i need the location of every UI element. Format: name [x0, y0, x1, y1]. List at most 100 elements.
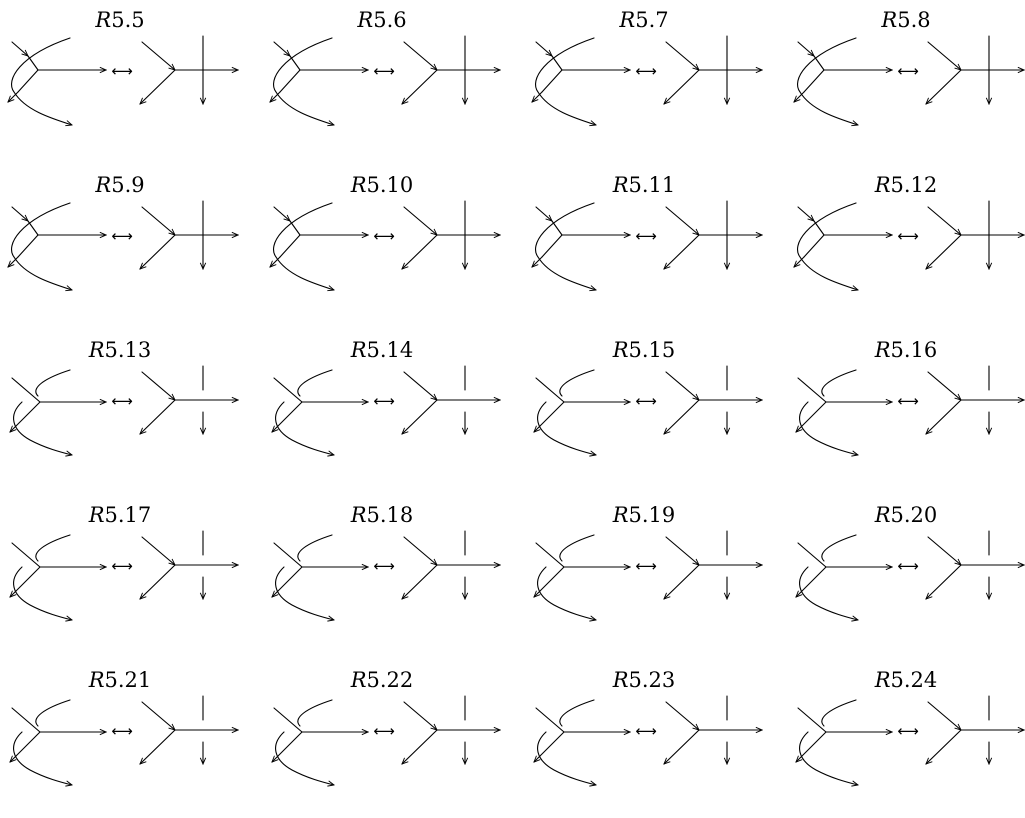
- panel-title-prefix: R: [88, 338, 105, 362]
- upper-branch: [927, 41, 961, 70]
- upper-branch: [403, 41, 437, 70]
- upper-diagonal: [797, 707, 827, 733]
- lower-curve: [537, 401, 596, 455]
- equivalence-arrow: ⟷: [635, 62, 657, 80]
- upper-diagonal: [289, 55, 301, 71]
- panel-title-prefix: R: [350, 503, 367, 527]
- upper-branch: [141, 701, 175, 730]
- equivalence-arrow: ⟷: [111, 62, 133, 80]
- upper-diagonal: [535, 542, 565, 568]
- lower-branch: [140, 564, 176, 599]
- panel-title-prefix: R: [356, 8, 373, 32]
- lower-diagonal: [279, 234, 301, 258]
- upper-branch: [927, 701, 961, 730]
- panel-title-number: 5.13: [105, 338, 152, 362]
- panel-title-number: 5.7: [635, 8, 668, 32]
- lower-diagonal: [10, 401, 41, 432]
- lower-diagonal: [796, 566, 827, 597]
- move-panel: R5.7 ⟷: [532, 8, 762, 125]
- lower-diagonal: [10, 566, 41, 597]
- upper-diagonal: [11, 377, 41, 403]
- lower-diagonal: [534, 566, 565, 597]
- upper-diagonal: [289, 220, 301, 236]
- equivalence-arrow: ⟷: [373, 557, 395, 575]
- lower-diagonal: [270, 256, 281, 267]
- move-panel: R5.12⟷: [794, 173, 1024, 290]
- panel-title: R5.8: [880, 8, 930, 32]
- move-panel: R5.14⟷: [272, 338, 500, 455]
- lower-diagonal: [796, 731, 827, 762]
- upper-diagonal: [551, 55, 563, 71]
- upper-branch: [665, 371, 699, 400]
- equivalence-arrow: ⟷: [373, 227, 395, 245]
- lower-curve: [537, 566, 596, 620]
- upper-diagonal: [535, 41, 552, 56]
- move-panel: R5.18⟷: [272, 503, 500, 620]
- lower-branch: [402, 399, 438, 434]
- upper-branch: [403, 206, 437, 235]
- panel-title: R5.11: [612, 173, 676, 197]
- lower-curve: [13, 401, 72, 455]
- lower-branch: [140, 234, 176, 269]
- lower-branch: [402, 729, 438, 764]
- move-panel: R5.10⟷: [270, 173, 500, 290]
- lower-diagonal: [803, 69, 825, 93]
- lower-curve: [275, 566, 334, 620]
- lower-diagonal: [272, 731, 303, 762]
- equivalence-arrow: ⟷: [111, 227, 133, 245]
- move-panel: R5.15⟷: [534, 338, 762, 455]
- panel-title: R5.12: [874, 173, 938, 197]
- left-curve: [273, 37, 334, 125]
- panel-title-prefix: R: [350, 173, 367, 197]
- upper-diagonal: [535, 206, 552, 221]
- upper-diagonal: [273, 377, 303, 403]
- panel-title-prefix: R: [874, 338, 891, 362]
- panel-title-number: 5.15: [629, 338, 676, 362]
- panel-title-prefix: R: [618, 8, 635, 32]
- panel-title: R5.20: [874, 503, 938, 527]
- upper-branch: [665, 701, 699, 730]
- move-panel: R5.22⟷: [272, 668, 500, 785]
- panel-title: R5.5: [94, 8, 144, 32]
- left-curve: [797, 37, 858, 125]
- upper-curve: [821, 534, 857, 562]
- move-panel: R5.23⟷: [534, 668, 762, 785]
- lower-curve: [537, 731, 596, 785]
- panel-title-prefix: R: [874, 173, 891, 197]
- upper-curve: [821, 699, 857, 727]
- panel-title: R5.24: [874, 668, 938, 692]
- lower-diagonal: [532, 256, 543, 267]
- lower-diagonal: [270, 91, 281, 102]
- panel-title-prefix: R: [94, 8, 111, 32]
- panel-title-number: 5.11: [629, 173, 676, 197]
- panel-title-number: 5.24: [891, 668, 938, 692]
- upper-diagonal: [273, 41, 290, 56]
- upper-diagonal: [11, 542, 41, 568]
- lower-diagonal: [541, 69, 563, 93]
- panel-title: R5.6: [356, 8, 406, 32]
- move-panel: R5.21⟷: [10, 668, 238, 785]
- lower-diagonal: [10, 731, 41, 762]
- equivalence-arrow: ⟷: [373, 722, 395, 740]
- panel-title: R5.23: [612, 668, 676, 692]
- lower-diagonal: [794, 256, 805, 267]
- panel-title-prefix: R: [350, 668, 367, 692]
- lower-diagonal: [532, 91, 543, 102]
- lower-diagonal: [803, 234, 825, 258]
- lower-curve: [13, 731, 72, 785]
- left-curve: [273, 202, 334, 290]
- panel-title-prefix: R: [612, 668, 629, 692]
- lower-branch: [664, 564, 700, 599]
- panel-title-prefix: R: [874, 503, 891, 527]
- lower-diagonal: [8, 91, 19, 102]
- upper-diagonal: [797, 206, 814, 221]
- panel-title-number: 5.8: [897, 8, 930, 32]
- lower-branch: [664, 399, 700, 434]
- panel-title-prefix: R: [350, 338, 367, 362]
- panel-title: R5.15: [612, 338, 676, 362]
- left-curve: [535, 37, 596, 125]
- panel-title: R5.7: [618, 8, 668, 32]
- upper-branch: [141, 536, 175, 565]
- lower-diagonal: [17, 69, 39, 93]
- move-panel: R5.19⟷: [534, 503, 762, 620]
